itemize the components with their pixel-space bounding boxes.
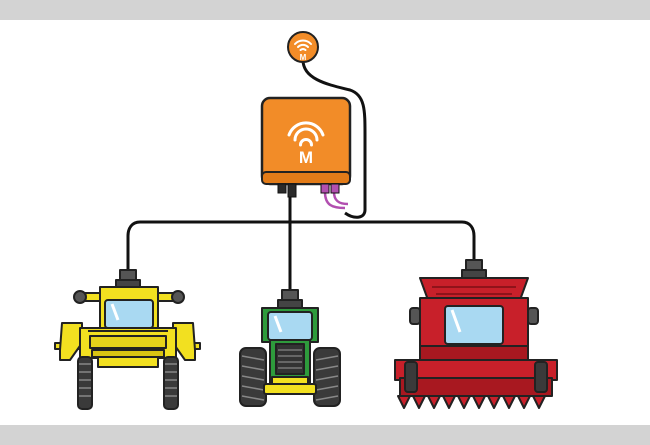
telematics-diagram: M M xyxy=(54,31,558,410)
top-margin-bar xyxy=(0,0,650,20)
combine-harvester-icon xyxy=(394,259,558,409)
hub-connectors xyxy=(277,183,340,198)
antenna-puck: M xyxy=(287,31,319,63)
diagram-canvas: M M xyxy=(0,20,650,425)
tractor-icon xyxy=(239,289,341,407)
antenna-cable xyxy=(301,59,367,219)
wifi-m-logo-icon xyxy=(287,121,325,147)
cable-to-sprayer xyxy=(126,220,290,272)
sprayer-icon xyxy=(54,269,201,410)
svg-text:M: M xyxy=(300,53,307,62)
bottom-margin-bar xyxy=(0,425,650,445)
antenna-body xyxy=(287,31,319,63)
pink-lead-2 xyxy=(332,191,349,206)
svg-text:M: M xyxy=(299,148,313,167)
telematics-hub: M xyxy=(260,96,352,198)
cables xyxy=(126,59,476,292)
pink-lead-1 xyxy=(323,191,346,210)
cable-to-combine xyxy=(290,220,476,262)
wifi-m-logo-icon xyxy=(294,39,312,51)
